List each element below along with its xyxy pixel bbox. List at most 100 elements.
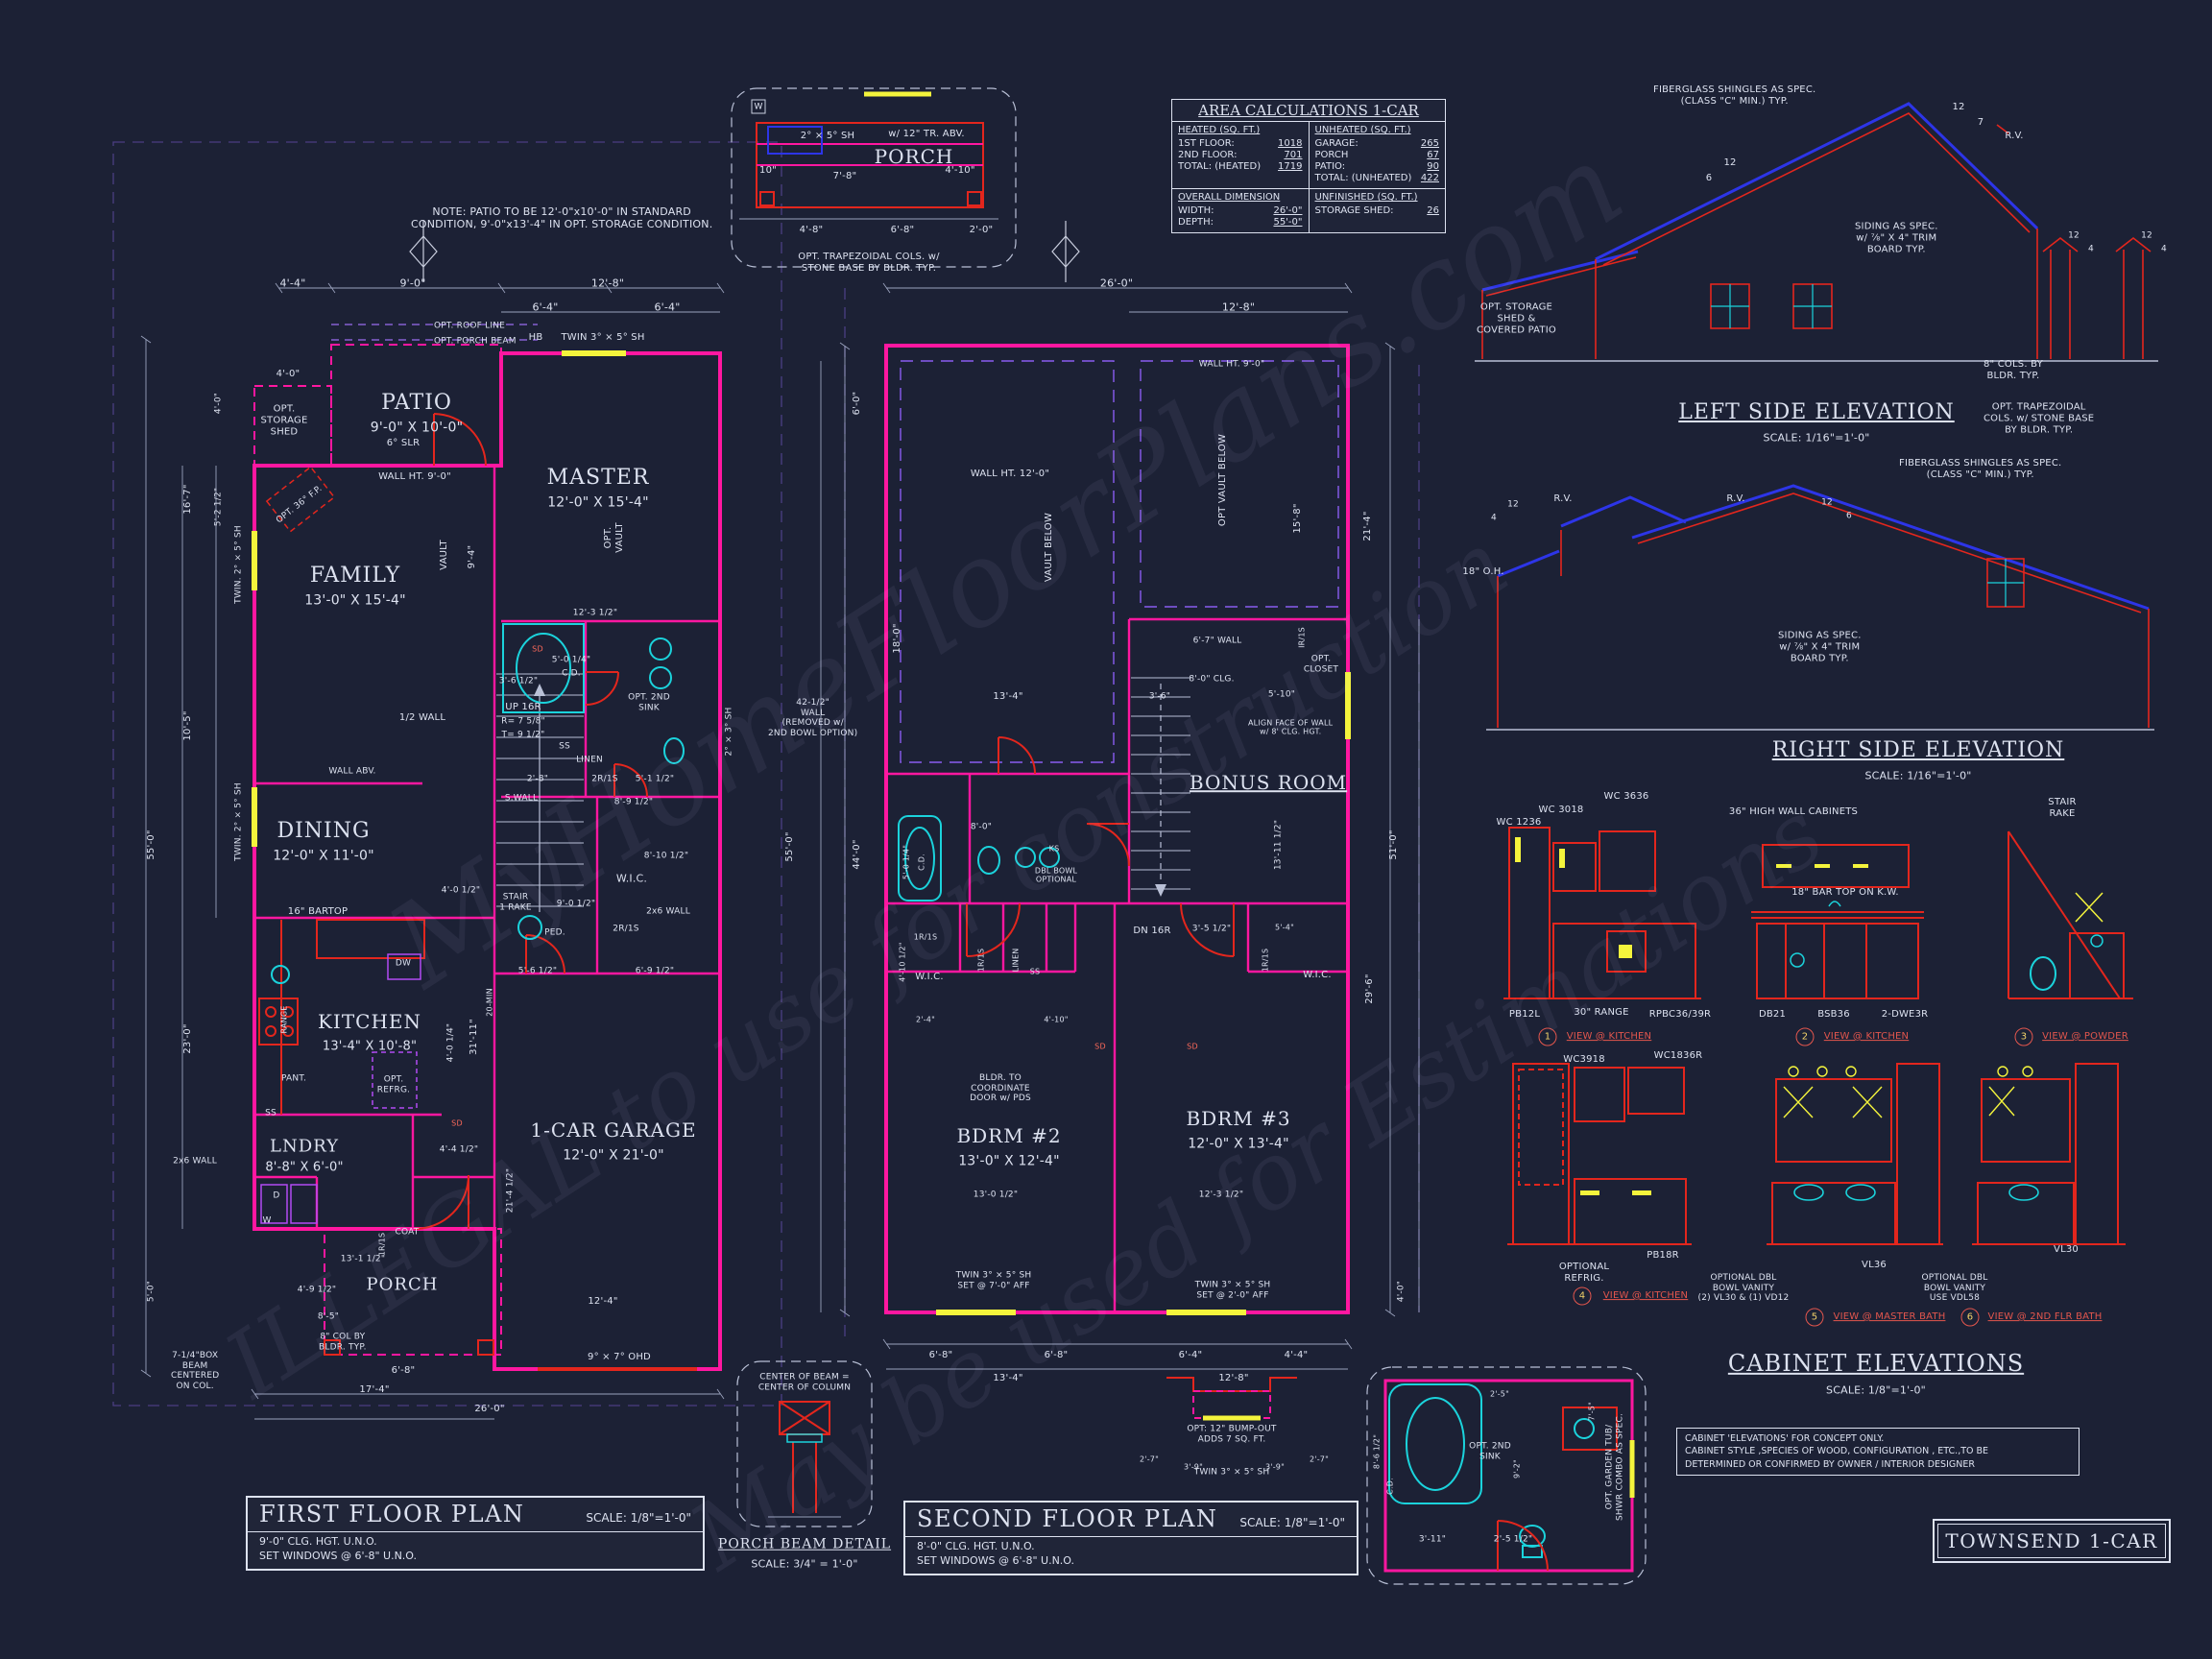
area-calc-title: AREA CALCULATIONS 1-CAR [1172, 100, 1445, 122]
annotation-label: 12'-0" X 13'-4" [1188, 1136, 1289, 1152]
annotation-label: 12 [2141, 230, 2152, 241]
table-row: DEPTH:55'-0" [1178, 217, 1303, 228]
annotation-label: DBL BOWL OPTIONAL [1034, 866, 1078, 884]
second-floor-plan-title: SECOND FLOOR PLAN [917, 1505, 1218, 1532]
annotation-label: 9'-2" [1512, 1459, 1522, 1479]
annotation-label: W [754, 102, 763, 112]
annotation-label: 2x6 WALL [173, 1156, 217, 1166]
annotation-label: 8'-9 1/2" [613, 797, 654, 807]
second-floor-plan-notes: 8'-0" CLG. HGT. U.N.O. SET WINDOWS @ 6'-… [905, 1537, 1357, 1574]
annotation-label: 1 [1538, 1027, 1557, 1046]
annotation-label: OPT. 2ND SINK [628, 692, 670, 712]
annotation-label: DW [395, 958, 412, 969]
annotation-label: 2R/1S [591, 774, 618, 784]
annotation-label: ALIGN FACE OF WALL w/ 8' CLG. HGT. [1248, 718, 1334, 736]
annotation-label: 30" RANGE [1574, 1007, 1629, 1019]
annotation-label: 12'-8" [1221, 301, 1256, 314]
annotation-label: 36" HIGH WALL CABINETS [1728, 806, 1859, 818]
annotation-label: VL30 [2054, 1244, 2079, 1256]
annotation-label: SD [532, 644, 543, 654]
annotation-label: SS [1029, 967, 1041, 976]
annotation-label: SCALE: 3/4" = 1'-0" [751, 1557, 858, 1571]
project-title: TOWNSEND 1-CAR [1937, 1524, 2166, 1558]
annotation-label: SCALE: 1/8"=1'-0" [1826, 1383, 1926, 1397]
annotation-label: OPT. STORAGE SHED [260, 403, 308, 437]
annotation-label: w/ 12" TR. ABV. [888, 129, 965, 140]
section-title-left-elevation: LEFT SIDE ELEVATION [1678, 400, 1955, 425]
annotation-label: OPT. TRAPEZOIDAL COLS. w/ STONE BASE BY … [1984, 401, 2095, 435]
annotation-label: 16" BARTOP [287, 906, 349, 918]
annotation-label: OPT. PORCH BEAM [434, 336, 517, 347]
annotation-label: 12'-0" X 15'-4" [547, 494, 649, 511]
annotation-label: 12 [1507, 499, 1519, 510]
annotation-label: 5'-0 1/4" [902, 844, 911, 880]
plan-note: SET WINDOWS @ 6'-8" U.N.O. [259, 1549, 418, 1562]
annotation-label: 26'-0" [474, 1404, 505, 1415]
annotation-label: WC3918 [1563, 1054, 1605, 1066]
annotation-label: R.V. [2005, 131, 2024, 142]
annotation-label: 55'-0" [146, 830, 157, 860]
annotation-label: 51'-0" [1388, 830, 1400, 860]
annotation-label: 9'-0 1/2" [556, 899, 596, 909]
annotation-label: TWIN 3° × 5° SH [561, 332, 645, 344]
annotation-label: 6'-4" [1178, 1350, 1203, 1361]
annotation-label: 6'-4" [654, 301, 681, 314]
annotation-label: 3'-6" [1148, 691, 1171, 702]
annotation-label: 4'-4" [1284, 1350, 1309, 1361]
annotation-label: OPT. REFRG. [376, 1074, 411, 1094]
annotation-label: NOTE: PATIO TO BE 12'-0"x10'-0" IN STAND… [411, 205, 713, 230]
area-calc-unfinished-header: UNFINISHED (SQ. FT.) [1314, 192, 1418, 203]
area-calc-overall-header: OVERALL DIMENSION [1178, 192, 1281, 203]
second-floor-plan-scale: SCALE: 1/8"=1'-0" [1239, 1516, 1345, 1529]
annotation-label: 6'-4" [532, 301, 559, 314]
annotation-label: WALL ABV. [328, 766, 376, 777]
annotation-label: 2'-7" [1310, 1455, 1329, 1464]
annotation-label: WALL HT. 12'-0" [970, 469, 1050, 480]
room-label-patio: PATIO [381, 391, 452, 416]
room-label-bonus: BONUS ROOM [1189, 771, 1348, 795]
annotation-label: 9'-0" X 10'-0" [370, 420, 464, 436]
annotation-label: D [273, 1190, 280, 1201]
annotation-label: 5'-1 1/2" [635, 774, 675, 784]
annotation-label: 1R/1S [976, 948, 986, 973]
annotation-label: 4 [1573, 1286, 1592, 1306]
annotation-label: 42-1/2" WALL (REMOVED w/ 2ND BOWL OPTION… [768, 697, 858, 738]
annotation-label: 4'-8" [799, 225, 824, 236]
annotation-label: R.V. [1726, 493, 1745, 505]
annotation-label: OPT: 12" BUMP-OUT ADDS 7 SQ. FT. [1187, 1424, 1277, 1444]
table-row: TOTAL: (HEATED)1719 [1178, 161, 1303, 172]
annotation-label: 5'-4" [1275, 923, 1294, 932]
annotation-label: C.D. [562, 668, 581, 679]
annotation-label: 12'-3 1/2" [572, 608, 618, 618]
annotation-label: SIDING AS SPEC. w/ ⅞" X 4" TRIM BOARD TY… [1855, 221, 1938, 254]
room-label-dining: DINING [276, 819, 371, 844]
annotation-label: 4'-10" [1044, 1015, 1069, 1024]
annotation-label: RPBC36/39R [1648, 1009, 1712, 1021]
table-row: 1ST FLOOR:1018 [1178, 138, 1303, 149]
annotation-label: SCALE: 1/16"=1'-0" [1864, 769, 1972, 782]
annotation-label: KS [1048, 844, 1060, 854]
table-row: 2ND FLOOR:701 [1178, 150, 1303, 160]
annotation-label: 15'-8" [1292, 503, 1304, 534]
annotation-label: W.I.C. [915, 972, 944, 983]
annotation-label: 7'-8" [832, 171, 857, 182]
room-label-kitchen: KITCHEN [317, 1010, 422, 1034]
annotation-label: C.D. [917, 854, 926, 871]
annotation-label: VIEW @ KITCHEN [1566, 1031, 1652, 1043]
annotation-label: TWIN 3° × 5° SH SET @ 7'-0" AFF [955, 1270, 1032, 1290]
annotation-label: 6'-8" [391, 1365, 416, 1377]
detail-title-porch-beam: PORCH BEAM DETAIL [717, 1536, 892, 1552]
annotation-label: OPTIONAL REFRIG. [1558, 1262, 1610, 1284]
annotation-label: WALL HT. 9'-0" [1198, 359, 1265, 370]
annotation-label: SD [451, 1118, 463, 1128]
room-label-family: FAMILY [309, 564, 401, 589]
annotation-label: SD [1094, 1042, 1106, 1051]
annotation-label: 8'-5" [317, 1311, 340, 1322]
annotation-label: 4'-0" [1396, 1280, 1407, 1303]
room-label-porch: PORCH [366, 1274, 439, 1295]
detail-label-porch: PORCH [874, 145, 954, 169]
annotation-label: S.WALL [504, 793, 539, 804]
annotation-label: SD [1187, 1042, 1198, 1051]
annotation-label: PB12L [1508, 1009, 1541, 1021]
